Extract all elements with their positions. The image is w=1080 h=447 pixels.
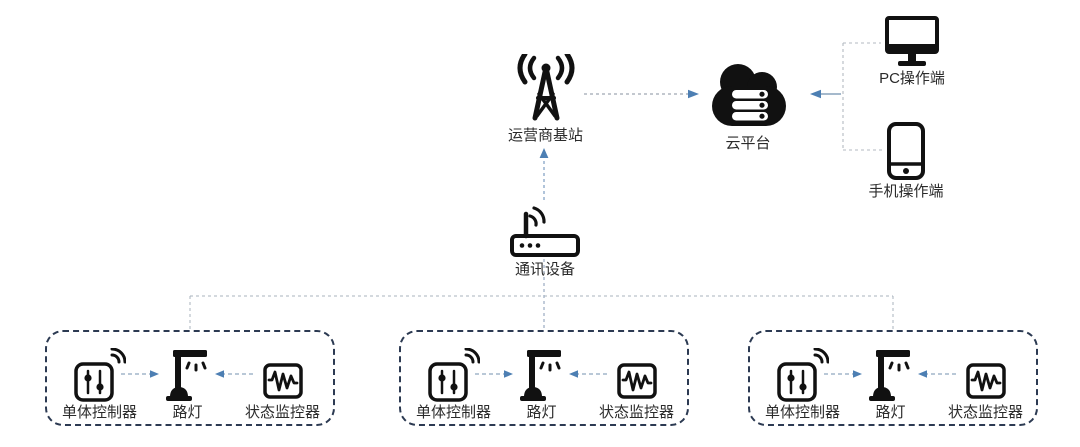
g3-arrowhead-right [853,370,862,378]
antenna-tower-icon [504,54,588,124]
cloud-platform-label: 云平台 [725,135,771,152]
node-single-controller: 单体控制器 [755,348,850,422]
smartphone-icon [886,122,926,180]
node-phone-terminal: 手机操作端 [861,122,951,201]
arrowhead-to-cloud-right [810,89,821,99]
slider-controller-icon [73,348,126,402]
node-single-controller: 单体控制器 [52,348,147,422]
node-street-lamp: 路灯 [504,348,579,422]
pc-terminal-label: PC操作端 [879,70,945,87]
arrowhead-up-basestation [539,148,549,158]
node-street-lamp: 路灯 [853,348,928,422]
waveform-monitor-icon [262,348,303,402]
street-lamp-label: 路灯 [526,404,557,421]
base-station-label: 运营商基站 [507,127,583,144]
street-lamp-icon [868,348,914,402]
desktop-monitor-icon [883,15,941,67]
status-monitor-label: 状态监控器 [947,404,1023,421]
single-controller-label: 单体控制器 [415,404,491,421]
node-cloud-platform: 云平台 [696,56,800,153]
slider-controller-icon [427,348,480,402]
node-base-station: 运营商基站 [493,54,598,145]
node-street-lamp: 路灯 [150,348,225,422]
communication-device-label: 通讯设备 [514,261,575,278]
street-lamp-label: 路灯 [172,404,203,421]
g2-arrowhead-left [569,370,578,378]
node-status-monitor: 状态监控器 [589,348,684,422]
g1-arrowhead-right [150,370,159,378]
node-communication-device: 通讯设备 [500,204,590,279]
g2-arrowhead-right [504,370,513,378]
group-box-2: 单体控制器 路灯 [399,330,689,426]
node-pc-terminal: PC操作端 [866,15,958,88]
g3-arrowhead-left [918,370,927,378]
single-controller-label: 单体控制器 [61,404,137,421]
status-monitor-label: 状态监控器 [244,404,320,421]
node-status-monitor: 状态监控器 [235,348,330,422]
status-monitor-label: 状态监控器 [598,404,674,421]
node-single-controller: 单体控制器 [406,348,501,422]
street-lamp-icon [165,348,211,402]
arrowhead-to-cloud-left [688,89,699,99]
phone-terminal-label: 手机操作端 [868,183,944,200]
street-lamp-label: 路灯 [875,404,906,421]
group-box-1: 单体控制器 路灯 [45,330,335,426]
wireless-router-icon [509,204,581,258]
waveform-monitor-icon [616,348,657,402]
street-lamp-icon [519,348,565,402]
single-controller-label: 单体控制器 [764,404,840,421]
slider-controller-icon [776,348,829,402]
g1-arrowhead-left [215,370,224,378]
group-box-3: 单体控制器 路灯 [748,330,1038,426]
node-status-monitor: 状态监控器 [938,348,1033,422]
waveform-monitor-icon [965,348,1006,402]
cloud-server-icon [700,56,796,132]
